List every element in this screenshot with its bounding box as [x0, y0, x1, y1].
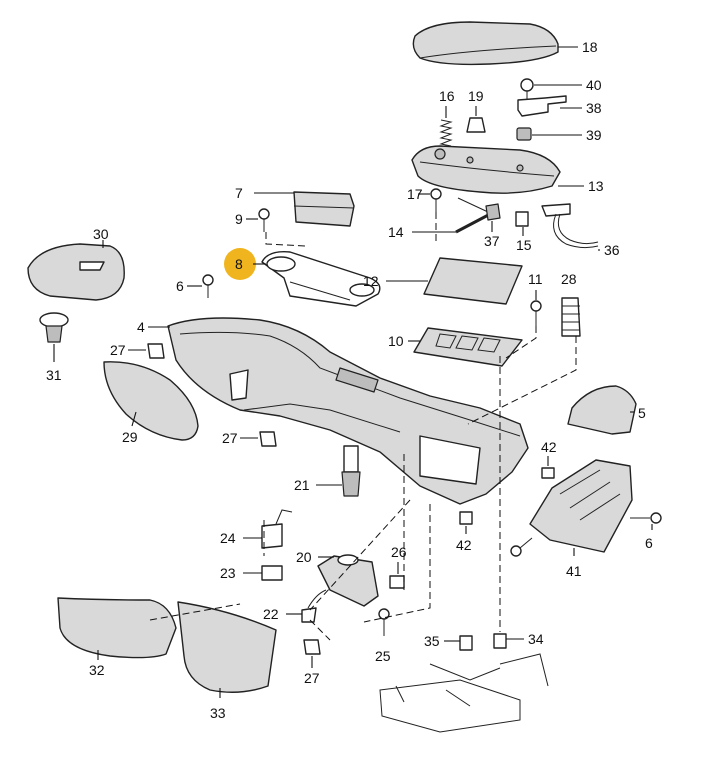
- label-25[interactable]: 25: [375, 648, 391, 664]
- label-13[interactable]: 13: [588, 178, 604, 194]
- part-24-switch: [261, 509, 293, 549]
- label-6b[interactable]: 6: [645, 535, 653, 551]
- label-5[interactable]: 5: [638, 405, 646, 421]
- label-18[interactable]: 18: [582, 39, 598, 55]
- part-18-armrest-lid: [412, 21, 559, 66]
- part-11-screw: [530, 300, 542, 326]
- part-42-clip-a: [541, 467, 555, 479]
- label-22[interactable]: 22: [263, 606, 279, 622]
- label-27a[interactable]: 27: [110, 342, 126, 358]
- label-41[interactable]: 41: [566, 563, 582, 579]
- label-42a[interactable]: 42: [541, 439, 557, 455]
- part-15-clip: [515, 211, 529, 227]
- part-27-clip-a: [147, 343, 165, 359]
- part-25-screw: [378, 608, 390, 636]
- part-7-storage-box: [293, 191, 355, 227]
- label-30[interactable]: 30: [93, 226, 109, 242]
- label-21[interactable]: 21: [294, 477, 310, 493]
- part-34-connector: [493, 633, 507, 649]
- label-26[interactable]: 26: [391, 544, 407, 560]
- part-30-panel: [27, 243, 125, 301]
- label-14[interactable]: 14: [388, 224, 404, 240]
- label-32[interactable]: 32: [89, 662, 105, 678]
- part-8-cup-holder: [261, 251, 381, 307]
- part-16-spring: [439, 119, 453, 147]
- label-24[interactable]: 24: [220, 530, 236, 546]
- label-6a[interactable]: 6: [176, 278, 184, 294]
- part-27-clip-b: [259, 431, 277, 447]
- label-9[interactable]: 9: [235, 211, 243, 227]
- part-6-screw: [202, 274, 214, 298]
- part-13-lid-frame: [411, 145, 561, 194]
- label-39[interactable]: 39: [586, 127, 602, 143]
- label-17[interactable]: 17: [407, 186, 423, 202]
- part-31-knob: [39, 312, 69, 343]
- part-6-screw-b: [630, 512, 662, 524]
- part-28-bellows: [561, 297, 581, 337]
- label-20[interactable]: 20: [296, 549, 312, 565]
- part-4-console-body: [167, 317, 529, 505]
- part-40-screw: [520, 78, 534, 103]
- label-16[interactable]: 16: [439, 88, 455, 104]
- label-29[interactable]: 29: [122, 429, 138, 445]
- label-38[interactable]: 38: [586, 100, 602, 116]
- label-33[interactable]: 33: [210, 705, 226, 721]
- part-38-bracket: [517, 95, 567, 117]
- part-27-clip-c: [303, 639, 321, 655]
- label-27b[interactable]: 27: [222, 430, 238, 446]
- highlight-marker[interactable]: [224, 248, 256, 280]
- label-10[interactable]: 10: [388, 333, 404, 349]
- mount-assembly: [379, 653, 549, 733]
- label-36[interactable]: 36: [604, 242, 620, 258]
- part-42-clip-b: [459, 511, 473, 525]
- part-19-clip: [466, 117, 486, 133]
- label-42b[interactable]: 42: [456, 537, 472, 553]
- part-26-clip: [389, 575, 405, 589]
- part-21-lock: [341, 445, 361, 497]
- part-screw-c: [510, 537, 533, 557]
- part-41-bracket: [529, 459, 633, 553]
- label-8[interactable]: 8: [235, 256, 243, 272]
- label-4[interactable]: 4: [137, 319, 145, 335]
- part-36-cable: [541, 203, 599, 249]
- part-20-lock-housing: [317, 554, 379, 607]
- part-9-screw: [258, 208, 270, 232]
- label-35[interactable]: 35: [424, 633, 440, 649]
- part-12-mat: [423, 257, 523, 305]
- label-31[interactable]: 31: [46, 367, 62, 383]
- part-39-nut: [516, 127, 532, 141]
- label-11[interactable]: 11: [528, 271, 543, 287]
- part-10-tray: [413, 327, 523, 367]
- part-23-bracket: [261, 565, 283, 581]
- label-28[interactable]: 28: [561, 271, 577, 287]
- label-15[interactable]: 15: [516, 237, 532, 253]
- label-23[interactable]: 23: [220, 565, 236, 581]
- part-5-cover: [567, 385, 637, 435]
- part-35-connector: [459, 635, 473, 651]
- part-33-trim: [177, 601, 277, 693]
- label-7[interactable]: 7: [235, 185, 243, 201]
- part-17-screw: [430, 188, 442, 212]
- assembly-guide-lines: [149, 212, 577, 641]
- part-32-trim: [57, 597, 177, 659]
- label-19[interactable]: 19: [468, 88, 484, 104]
- label-12[interactable]: 12: [363, 273, 379, 289]
- label-37[interactable]: 37: [484, 233, 500, 249]
- label-34[interactable]: 34: [528, 631, 544, 647]
- label-27c[interactable]: 27: [304, 670, 320, 686]
- label-40[interactable]: 40: [586, 77, 602, 93]
- part-37-latch: [485, 203, 501, 221]
- part-29-side-trim: [103, 361, 199, 441]
